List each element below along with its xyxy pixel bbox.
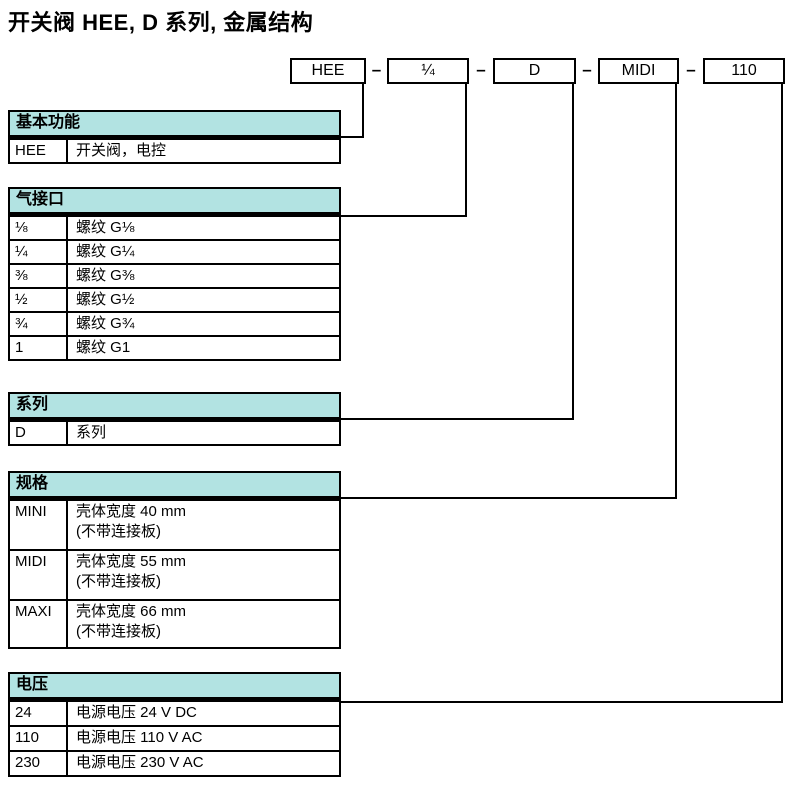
code-separator: – — [686, 60, 696, 79]
table-header: 电压 — [8, 672, 341, 697]
desc-cell: 电源电压 110 V AC — [76, 729, 203, 746]
table-pneumatic-port: 气接口 ⅛ 螺纹 G⅛ ¼ 螺纹 G¼ ⅜ 螺纹 G⅜ ½ 螺纹 G½ ¾ 螺纹… — [8, 187, 341, 361]
table-row: HEE 开关阀，电控 — [8, 140, 341, 164]
connector-line-voltage — [341, 701, 783, 703]
desc-cell: 系列 — [76, 424, 107, 441]
connector-line-port — [341, 215, 467, 217]
connector-line-size — [341, 497, 677, 499]
connector-line-function — [341, 136, 364, 138]
code-cell: 24 — [10, 702, 68, 725]
table-header: 规格 — [8, 471, 341, 496]
table-row: ⅛ 螺纹 G⅛ — [8, 217, 341, 241]
table-basic-function: 基本功能 HEE 开关阀，电控 — [8, 110, 341, 164]
header-divider — [8, 135, 341, 140]
code-cell: MAXI — [10, 601, 68, 647]
code-cell: MIDI — [10, 551, 68, 599]
table-row: 110 电源电压 110 V AC — [8, 727, 341, 752]
desc-cell: 壳体宽度 66 mm (不带连接板) — [76, 603, 187, 640]
table-size: 规格 MINI 壳体宽度 40 mm (不带连接板) MIDI 壳体宽度 55 … — [8, 471, 341, 649]
code-box-port: ¼ — [387, 58, 469, 84]
connector-line-series — [572, 84, 574, 420]
table-voltage: 电压 24 电源电压 24 V DC 110 电源电压 110 V AC 230… — [8, 672, 341, 777]
table-series: 系列 D 系列 — [8, 392, 341, 446]
desc-cell: 螺纹 G⅜ — [76, 267, 135, 284]
table-header: 气接口 — [8, 187, 341, 212]
code-separator: – — [371, 60, 382, 79]
desc-cell: 壳体宽度 40 mm (不带连接板) — [76, 503, 187, 540]
desc-cell: 螺纹 G¾ — [76, 315, 135, 332]
code-box-size: MIDI — [598, 58, 679, 84]
connector-line-function — [362, 84, 364, 138]
desc-cell: 电源电压 24 V DC — [76, 704, 197, 721]
code-separator: – — [582, 60, 592, 79]
desc-cell: 螺纹 G⅛ — [76, 219, 135, 236]
header-divider — [8, 212, 341, 217]
table-header: 系列 — [8, 392, 341, 417]
table-row: ¾ 螺纹 G¾ — [8, 313, 341, 337]
table-row: MIDI 壳体宽度 55 mm (不带连接板) — [8, 551, 341, 601]
desc-cell: 壳体宽度 55 mm (不带连接板) — [76, 553, 187, 590]
code-cell: ⅛ — [10, 217, 68, 239]
code-cell: MINI — [10, 501, 68, 549]
connector-line-size — [675, 84, 677, 499]
code-cell: 1 — [10, 337, 68, 359]
code-cell: 110 — [10, 727, 68, 750]
header-divider — [8, 417, 341, 422]
connector-line-series — [341, 418, 574, 420]
code-box-voltage: 110 — [703, 58, 785, 84]
table-header: 基本功能 — [8, 110, 341, 135]
code-box-series: D — [493, 58, 576, 84]
code-separator: – — [476, 60, 486, 79]
code-cell: ½ — [10, 289, 68, 311]
connector-line-voltage — [781, 84, 783, 703]
code-cell: ¼ — [10, 241, 68, 263]
code-cell: ⅜ — [10, 265, 68, 287]
header-divider — [8, 697, 341, 702]
table-row: MINI 壳体宽度 40 mm (不带连接板) — [8, 501, 341, 551]
desc-cell: 开关阀，电控 — [76, 142, 167, 159]
table-row: 230 电源电压 230 V AC — [8, 752, 341, 777]
table-row: D 系列 — [8, 422, 341, 446]
table-row: 24 电源电压 24 V DC — [8, 702, 341, 727]
header-divider — [8, 496, 341, 501]
code-box-function: HEE — [290, 58, 366, 84]
desc-cell: 螺纹 G¼ — [76, 243, 135, 260]
code-cell: D — [10, 422, 68, 444]
code-cell: HEE — [10, 140, 68, 162]
desc-cell: 电源电压 230 V AC — [76, 754, 204, 771]
desc-cell: 螺纹 G½ — [76, 291, 135, 308]
desc-cell: 螺纹 G1 — [76, 339, 131, 356]
page-title: 开关阀 HEE, D 系列, 金属结构 — [8, 10, 314, 35]
table-row: MAXI 壳体宽度 66 mm (不带连接板) — [8, 601, 341, 649]
connector-line-port — [465, 84, 467, 217]
table-row: ½ 螺纹 G½ — [8, 289, 341, 313]
code-cell: ¾ — [10, 313, 68, 335]
code-cell: 230 — [10, 752, 68, 775]
table-row: ⅜ 螺纹 G⅜ — [8, 265, 341, 289]
table-row: 1 螺纹 G1 — [8, 337, 341, 361]
table-row: ¼ 螺纹 G¼ — [8, 241, 341, 265]
